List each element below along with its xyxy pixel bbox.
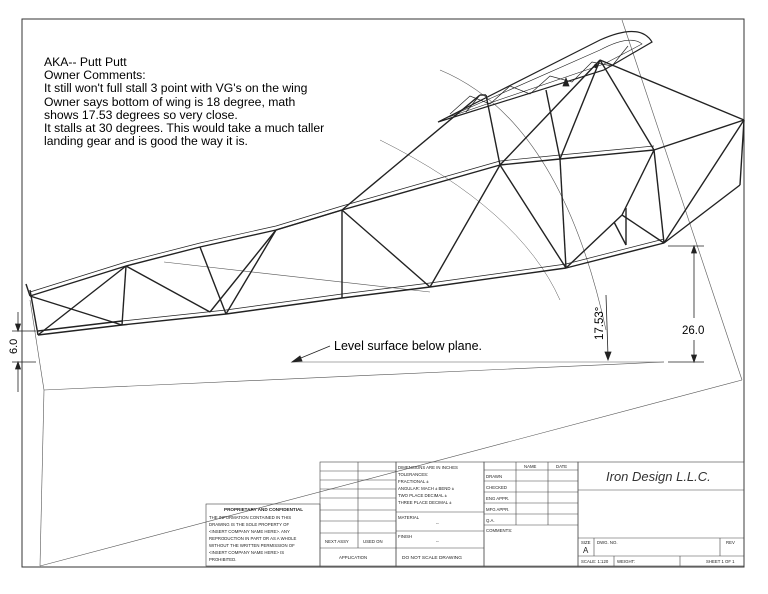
proprietary-title: PROPRIETARY AND CONFIDENTIAL: [224, 507, 303, 512]
role-comments: COMMENTS:: [486, 528, 512, 533]
weight-label: WEIGHT:: [617, 559, 635, 564]
gear-height-label: 26.0: [682, 325, 704, 337]
name-header: NAME: [524, 464, 537, 469]
wing-angle-label: 17.53°: [594, 307, 606, 340]
level-note-leader: [290, 345, 331, 363]
notes-line: Owner says bottom of wing is 18 degree, …: [44, 94, 296, 109]
finish-value: --: [436, 539, 439, 544]
proprietary-line: THE INFORMATION CONTAINED IN THIS: [209, 515, 291, 520]
wing-rib: [437, 30, 653, 123]
scale-label: SCALE: 1:120: [581, 559, 609, 564]
proprietary-line: WITHOUT THE WRITTEN PERMISSION OF: [209, 543, 295, 548]
next-assy-label: NEXT ASSY: [325, 539, 349, 544]
role-checked: CHECKED: [486, 485, 507, 490]
notes-line: It stalls at 30 degrees. This would take…: [44, 121, 325, 136]
role-drawn: DRAWN: [486, 474, 502, 479]
title-block: [205, 461, 745, 567]
level-surface-note: Level surface below plane.: [334, 339, 482, 353]
notes-line: landing gear and is good the way it is.: [44, 134, 248, 149]
role-eng-appr: ENG APPR.: [486, 496, 509, 501]
date-header: DATE: [556, 464, 567, 469]
tolerance-line: THREE PLACE DECIMAL ±: [398, 500, 452, 505]
used-on-label: USED ON: [363, 539, 383, 544]
tail-height-dimension: [12, 312, 36, 392]
role-mfg-appr: MFG APPR.: [486, 507, 509, 512]
finish-label: FINISH: [398, 534, 412, 539]
do-not-scale-label: DO NOT SCALE DRAWING: [402, 555, 462, 561]
proprietary-line: PROHIBITED.: [209, 557, 236, 562]
role-qa: Q.A.: [486, 518, 495, 523]
wing-angle-dimension: [562, 76, 612, 362]
dwg-no-label: DWG. NO.: [597, 540, 618, 545]
tail-height-label: 6.0: [8, 339, 20, 354]
material-label: MATERIAL: [398, 515, 420, 520]
company-name: Iron Design L.L.C.: [606, 469, 711, 484]
tolerance-line: DIMENSIONS ARE IN INCHES: [398, 465, 458, 470]
material-value: --: [436, 521, 439, 526]
fuselage-truss: [25, 59, 745, 336]
gear-height-dimension: [668, 244, 704, 364]
size-value: A: [583, 546, 589, 555]
tolerance-line: TWO PLACE DECIMAL ±: [398, 493, 448, 498]
tolerance-line: ANGULAR: MACH ± BEND ±: [398, 486, 455, 491]
notes-line: It still won't full stall 3 point with V…: [44, 81, 308, 96]
tolerance-line: FRACTIONAL ±: [398, 479, 429, 484]
tolerance-line: TOLERANCES:: [398, 472, 428, 477]
sheet-label: SHEET 1 OF 1: [706, 559, 735, 564]
proprietary-line: REPRODUCTION IN PART OR AS A WHOLE: [209, 536, 297, 541]
proprietary-line: DRAWING IS THE SOLE PROPERTY OF: [209, 522, 289, 527]
notes-line: AKA-- Putt Putt: [44, 55, 127, 69]
application-label: APPLICATION: [339, 555, 367, 560]
owner-notes: AKA-- Putt Putt Owner Comments: It still…: [44, 55, 325, 149]
notes-line: shows 17.53 degrees so very close.: [44, 107, 238, 122]
rev-label: REV: [726, 540, 735, 545]
size-label: SIZE: [581, 540, 591, 545]
sheet-border: [21, 18, 745, 568]
notes-line: Owner Comments:: [44, 68, 146, 83]
proprietary-line: <INSERT COMPANY NAME HERE> IS: [209, 550, 284, 555]
proprietary-line: <INSERT COMPANY NAME HERE>. ANY: [209, 529, 290, 534]
